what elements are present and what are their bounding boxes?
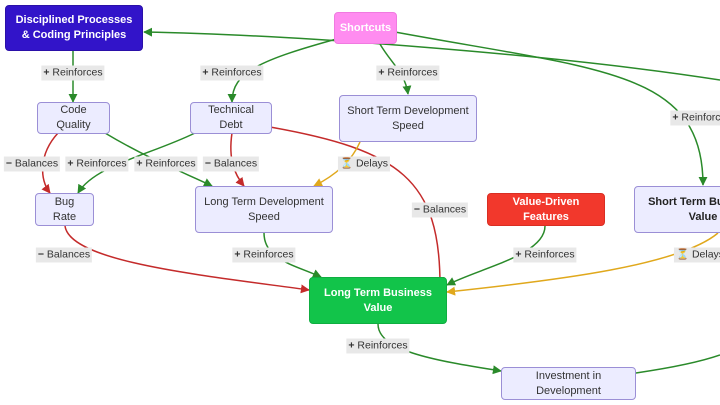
node-long-term-business-value[interactable]: Long Term Business Value	[309, 277, 447, 324]
plus-icon: +	[348, 339, 355, 352]
minus-icon: −	[37, 248, 45, 261]
node-shortcuts[interactable]: Shortcuts	[334, 12, 397, 44]
edge-technical-debt-balances-value	[269, 126, 445, 286]
plus-icon: +	[202, 66, 209, 79]
node-code-quality[interactable]: Code Quality	[37, 102, 110, 134]
plus-icon: +	[67, 157, 74, 170]
edge-label-delays: ⏳ Delays	[673, 247, 720, 263]
node-short-term-business-value[interactable]: Short Term Business Value	[634, 186, 720, 233]
minus-icon: −	[204, 157, 212, 170]
plus-icon: +	[43, 66, 50, 79]
edge-label-reinforces: + Reinforces	[65, 156, 129, 172]
edge-value-features-to-value	[446, 225, 546, 286]
edge-label-balances: − Balances	[3, 156, 61, 172]
edge-label-reinforces: + Reinforces	[232, 247, 296, 263]
plus-icon: +	[672, 111, 679, 124]
plus-icon: +	[515, 248, 522, 261]
hourglass-icon: ⏳	[675, 248, 690, 261]
node-short-term-development-speed[interactable]: Short Term Development Speed	[339, 95, 477, 142]
edge-label-reinforces: + Reinforces	[200, 65, 264, 81]
edge-shortcuts-to-short-term-value	[394, 31, 708, 186]
edge-label-balances: − Balances	[411, 202, 469, 218]
edge-value-to-investment	[377, 323, 502, 375]
node-bug-rate[interactable]: Bug Rate	[35, 193, 94, 226]
edge-label-delays: ⏳ Delays	[337, 156, 391, 172]
node-technical-debt[interactable]: Technical Debt	[190, 102, 272, 134]
hourglass-icon: ⏳	[339, 157, 354, 170]
edge-label-reinforces: + Reinforces	[346, 338, 410, 354]
node-long-term-development-speed[interactable]: Long Term Development Speed	[195, 186, 333, 233]
edge-label-balances: − Balances	[202, 156, 260, 172]
edge-label-reinforces: + Reinforces	[513, 247, 577, 263]
edge-short-term-value-delays	[446, 232, 719, 296]
edge-investment-onward	[635, 354, 720, 374]
edge-label-reinforces: + Reinforces	[670, 110, 720, 126]
edge-bug-rate-balances-value	[64, 225, 310, 294]
edge-label-reinforces: + Reinforces	[41, 65, 105, 81]
node-value-driven-features[interactable]: Value-Driven Features	[487, 193, 605, 226]
minus-icon: −	[5, 157, 13, 170]
plus-icon: +	[234, 248, 241, 261]
edge-to-disciplined	[143, 27, 720, 81]
node-disciplined-processes[interactable]: Disciplined Processes & Coding Principle…	[5, 5, 143, 51]
node-investment-in-development[interactable]: Investment in Development	[501, 367, 636, 400]
plus-icon: +	[136, 157, 143, 170]
edge-label-reinforces: + Reinforces	[376, 65, 440, 81]
edge-label-reinforces: + Reinforces	[134, 156, 198, 172]
plus-icon: +	[378, 66, 385, 79]
edge-label-balances: − Balances	[35, 247, 93, 263]
minus-icon: −	[413, 203, 421, 216]
